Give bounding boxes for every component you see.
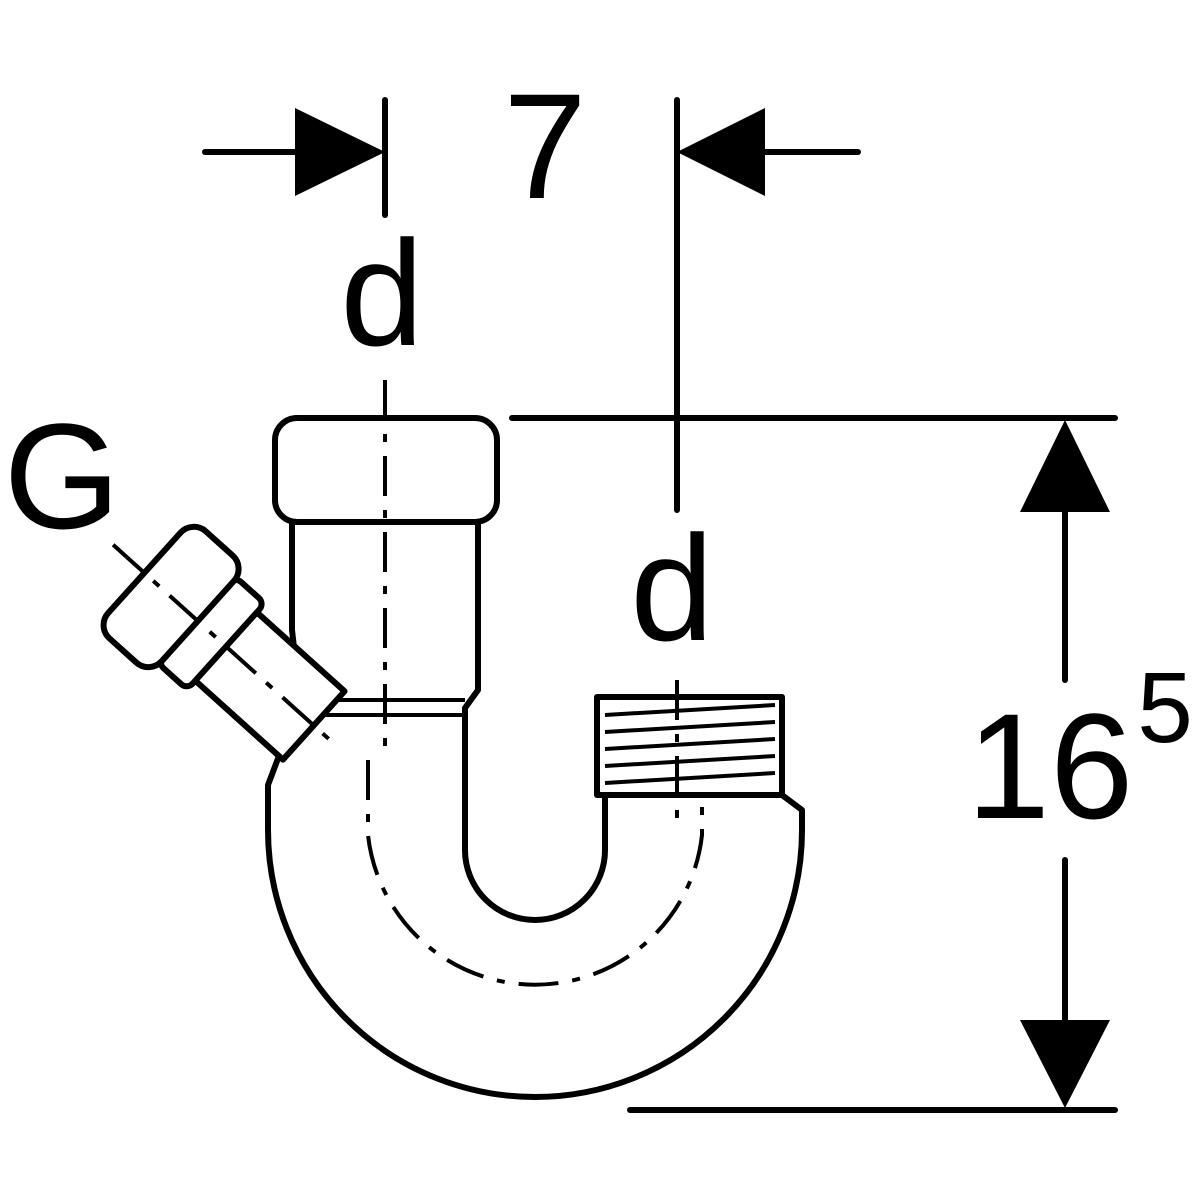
branch-connector — [100, 523, 348, 763]
arrow-down-icon — [1020, 1020, 1110, 1108]
arrow-left-icon — [677, 108, 765, 196]
trap-body — [100, 380, 805, 1100]
offset-label: 7 — [503, 62, 586, 230]
outlet-diameter-label: d — [630, 504, 713, 672]
inlet-diameter-label: d — [340, 209, 423, 377]
trap-pipe — [265, 519, 805, 1100]
trap-centerline — [366, 760, 704, 987]
height-superscript: 5 — [1137, 652, 1193, 764]
arrow-up-icon — [1020, 420, 1110, 512]
height-label: 16 — [967, 682, 1134, 850]
height-dimension: 16 5 — [509, 415, 1193, 1113]
branch-centerline — [111, 543, 338, 748]
branch-thread-label: G — [4, 392, 121, 560]
offset-dimension: 7 — [202, 62, 861, 513]
arrow-right-icon — [295, 108, 385, 196]
thread-lines — [604, 703, 776, 785]
